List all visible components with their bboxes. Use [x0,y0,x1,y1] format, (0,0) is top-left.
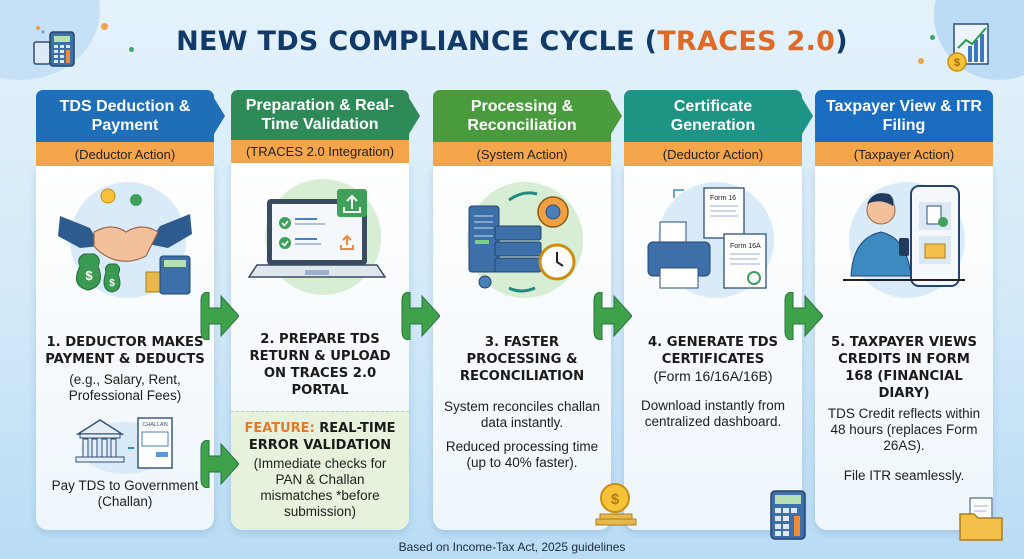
flow-arrow-icon [200,292,239,340]
flow-arrow-icon [593,292,632,340]
calculator-icon [770,490,806,540]
stage-header: TDS Deduction & Payment [36,90,225,142]
decor-dot [930,35,935,40]
stage-subheader: (Deductor Action) [36,142,214,166]
stage-header: Preparation & Real-Time Validation [231,90,420,140]
footer-note: Based on Income-Tax Act, 2025 guidelines [398,540,626,554]
step-description: System reconciles challan data instantly… [443,399,601,430]
stage-header: Certificate Generation [624,90,813,142]
folder-document-icon [959,497,1003,541]
feature-description: (Immediate checks for PAN & Challan mism… [253,456,387,519]
stage-body: 2. PREPARE TDS RETURN & UPLOAD ON TRACES… [231,163,409,530]
stage-1: TDS Deduction & Payment (Deductor Action… [36,90,225,530]
decor-dot [129,47,134,52]
step-title: 2. PREPARE TDS RETURN & UPLOAD ON TRACES… [249,332,391,398]
stage-header: Processing & Reconciliation [433,90,622,142]
step-title: 5. TAXPAYER VIEWS CREDITS IN FORM 168 (F… [831,335,977,401]
flow-arrow-icon [401,292,440,340]
feature-title: FEATURE: REAL-TIME ERROR VALIDATION [239,420,401,454]
handshake-money-calculator-icon: $ $ [50,176,200,304]
coin-stack-icon: $ [595,483,637,526]
title-close: ) [835,26,848,57]
svg-text:Form 16: Form 16 [710,195,736,202]
step-description: TDS Credit reflects within 48 hours (rep… [827,406,981,453]
stage-body: 5. TAXPAYER VIEWS CREDITS IN FORM 168 (F… [815,166,993,530]
stage-subheader: (System Action) [433,142,611,166]
svg-text:$: $ [611,491,620,508]
decor-dot [918,58,924,64]
step-title: 1. DEDUCTOR MAKES PAYMENT & DEDUCTS [45,335,205,367]
printer-forms-icon: Form 16 Form 16A [638,176,788,304]
stage-subheader: (Deductor Action) [624,142,802,166]
step-description: Download instantly from centralized dash… [640,398,786,429]
calculator-icon [33,26,75,67]
svg-text:$: $ [954,57,960,69]
feature-heading: REAL-TIME ERROR VALIDATION [248,421,396,453]
stage-header: Taxpayer View & ITR Filing [815,90,993,142]
stage-body: Form 16 Form 16A 4. GENERATE TDS CERTIFI… [624,166,802,530]
server-gear-clock-icon [447,176,597,304]
step-description: Pay TDS to Government (Challan) [51,478,199,509]
step-description: (e.g., Salary, Rent, Professional Fees) [68,372,182,403]
svg-text:CHALLAN: CHALLAN [142,422,167,428]
step-title: 4. GENERATE TDS CERTIFICATES [647,335,779,367]
svg-text:$: $ [85,268,93,283]
taxpayer-phone-icon [829,176,979,304]
step-description: Reduced processing time (up to 40% faste… [445,439,599,470]
svg-text:$: $ [109,278,115,289]
flow-arrow-icon [200,440,239,488]
bank-challan-icon: CHALLAN [75,417,173,474]
decor-dot [101,23,108,30]
svg-text:Form 16A: Form 16A [730,243,761,250]
stage-2: Preparation & Real-Time Validation (TRAC… [231,90,420,530]
stage-5: Taxpayer View & ITR Filing (Taxpayer Act… [815,90,993,530]
feature-label: FEATURE: [244,421,315,436]
stage-4: Certificate Generation (Deductor Action)… [624,90,813,530]
growth-chart-coin-icon: $ [947,23,989,72]
stage-subheader: (Taxpayer Action) [815,142,993,166]
laptop-upload-check-icon [245,173,395,301]
feature-callout: FEATURE: REAL-TIME ERROR VALIDATION (Imm… [231,411,409,530]
stage-body: 3. FASTER PROCESSING & RECONCILIATION Sy… [433,166,611,530]
step-subtitle: (Form 16/16A/16B) [653,368,773,384]
title-main: NEW TDS COMPLIANCE CYCLE ( [176,26,658,57]
flow-arrow-icon [784,292,823,340]
step-title: 3. FASTER PROCESSING & RECONCILIATION [459,335,585,384]
stage-body: $ $ 1. DEDUCTOR MAKES PAYMENT & DEDUCTS … [36,166,214,530]
stage-subheader: (TRACES 2.0 Integration) [231,139,409,163]
stage-3: Processing & Reconciliation (System Acti… [433,90,622,530]
title-accent: TRACES 2.0 [657,26,836,57]
page-title: NEW TDS COMPLIANCE CYCLE (TRACES 2.0) [0,26,1024,57]
step-description: File ITR seamlessly. [843,468,965,483]
